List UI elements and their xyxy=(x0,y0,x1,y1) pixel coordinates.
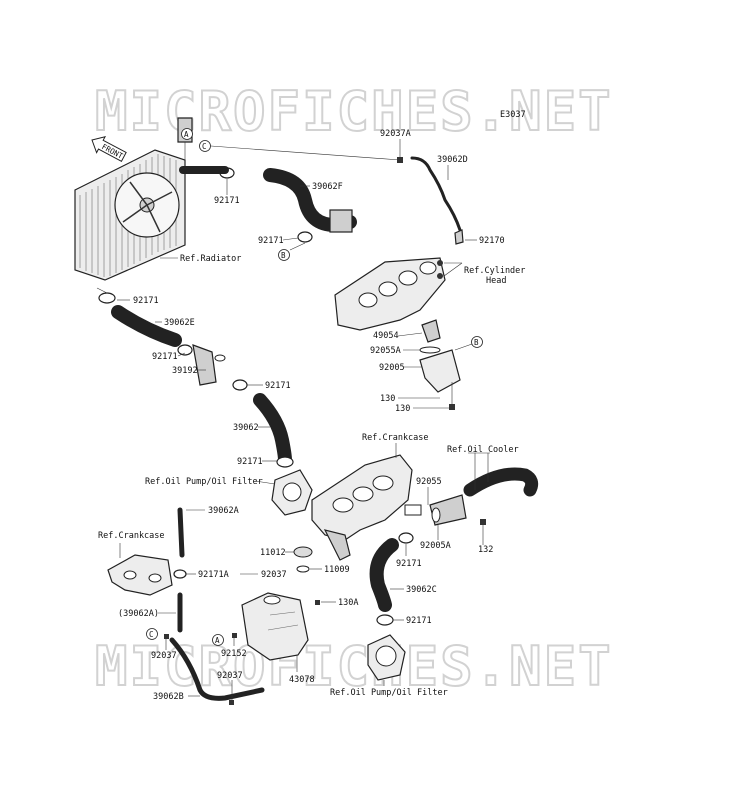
clamp-92171-h xyxy=(376,614,394,626)
hose-39062b xyxy=(169,637,265,701)
part-92171-d: 92171 xyxy=(152,352,178,362)
part-92171-b: 92171 xyxy=(258,236,284,246)
callout-c-bottom xyxy=(146,628,158,640)
seal-11009 xyxy=(296,565,310,573)
clamp-92171-b xyxy=(297,231,313,243)
radiator-assembly xyxy=(74,117,193,281)
svg-text:C: C xyxy=(149,630,154,639)
ref-cylinder-head-2: Head xyxy=(486,276,506,286)
part-11009: 11009 xyxy=(324,565,350,575)
crankcase-right xyxy=(311,454,413,561)
part-92037-c: 92037 xyxy=(217,671,243,681)
hose-39062d xyxy=(410,156,462,232)
ref-oil-pump-2: Ref.Oil Pump/Oil Filter xyxy=(330,688,448,698)
ref-cylinder-head-1: Ref.Cylinder xyxy=(464,266,525,276)
callout-b-mid xyxy=(278,249,290,261)
callout-b-right xyxy=(471,336,483,348)
part-92171-g: 92171 xyxy=(396,559,422,569)
svg-text:A: A xyxy=(215,636,220,645)
part-39062a: 39062A xyxy=(208,506,239,516)
part-39062a-paren: (39062A) xyxy=(118,609,159,619)
part-92171-e: 92171 xyxy=(265,381,291,391)
ref-oil-cooler: Ref.Oil Cooler xyxy=(447,445,519,455)
diagram-code: E3037 xyxy=(500,110,526,120)
callout-a-top xyxy=(181,128,193,140)
svg-text:B: B xyxy=(281,251,286,260)
clamp-92171-c xyxy=(98,292,116,304)
part-39062f: 39062F xyxy=(312,182,343,192)
part-132: 132 xyxy=(478,545,493,555)
clamp-92171-g xyxy=(398,532,414,544)
callout-c-top xyxy=(199,140,211,152)
pipe-39192 xyxy=(192,344,217,386)
part-92171-f: 92171 xyxy=(237,457,263,467)
oil-pump-upper xyxy=(271,469,313,516)
ref-oil-pump-1: Ref.Oil Pump/Oil Filter xyxy=(145,477,263,487)
part-130a: 130A xyxy=(338,598,358,608)
part-39062: 39062 xyxy=(233,423,259,433)
part-39062e: 39062E xyxy=(164,318,195,328)
part-39062c: 39062C xyxy=(406,585,437,595)
part-92171-a: 92171 xyxy=(214,196,240,206)
svg-text:B: B xyxy=(474,338,479,347)
plug-icon xyxy=(397,157,403,163)
svg-text:A: A xyxy=(184,130,189,139)
part-92005: 92005 xyxy=(379,363,405,373)
part-92171a: 92171A xyxy=(198,570,229,580)
part-92152: 92152 xyxy=(221,649,247,659)
reservoir-tank-43078 xyxy=(241,592,309,661)
cap-11012 xyxy=(293,546,313,558)
watermark-bottom: MICROFICHES.NET xyxy=(95,635,613,698)
oil-pump-lower xyxy=(367,634,406,681)
part-92055a: 92055A xyxy=(370,346,401,356)
part-92037a-top: 92037A xyxy=(380,129,411,139)
part-11012: 11012 xyxy=(260,548,286,558)
part-39062b: 39062B xyxy=(153,692,184,702)
ref-crankcase-top: Ref.Crankcase xyxy=(362,433,429,443)
part-43078: 43078 xyxy=(289,675,315,685)
part-39062d: 39062D xyxy=(437,155,468,165)
gasket-92055 xyxy=(404,504,422,516)
ref-crankcase-left: Ref.Crankcase xyxy=(98,531,165,541)
watermark-top: MICROFICHES.NET xyxy=(95,80,613,143)
part-92037-b: 92037 xyxy=(151,651,177,661)
svg-text:C: C xyxy=(202,142,207,151)
ref-radiator: Ref.Radiator xyxy=(180,254,241,264)
callout-a-bottom xyxy=(212,634,224,646)
fitting-icon xyxy=(454,229,464,245)
clamp-92171-d xyxy=(177,344,193,356)
clamp-92171-e xyxy=(232,379,248,391)
cylinder-head xyxy=(334,257,446,331)
part-130-a: 130 xyxy=(380,394,395,404)
housing-92005 xyxy=(419,349,461,393)
part-92037-a: 92037 xyxy=(261,570,287,580)
part-92170: 92170 xyxy=(479,236,505,246)
crankcase-left xyxy=(107,554,173,596)
part-49054: 49054 xyxy=(373,331,399,341)
part-92171-c: 92171 xyxy=(133,296,159,306)
part-130-b: 130 xyxy=(395,404,410,414)
hose-39062a xyxy=(177,507,185,558)
thermostat-icon xyxy=(421,319,441,343)
part-92171-h: 92171 xyxy=(406,616,432,626)
clamp-92171a xyxy=(173,569,187,579)
part-39192: 39192 xyxy=(172,366,198,376)
clamp-92171-f xyxy=(276,456,294,468)
part-92005a: 92005A xyxy=(420,541,451,551)
part-92055: 92055 xyxy=(416,477,442,487)
